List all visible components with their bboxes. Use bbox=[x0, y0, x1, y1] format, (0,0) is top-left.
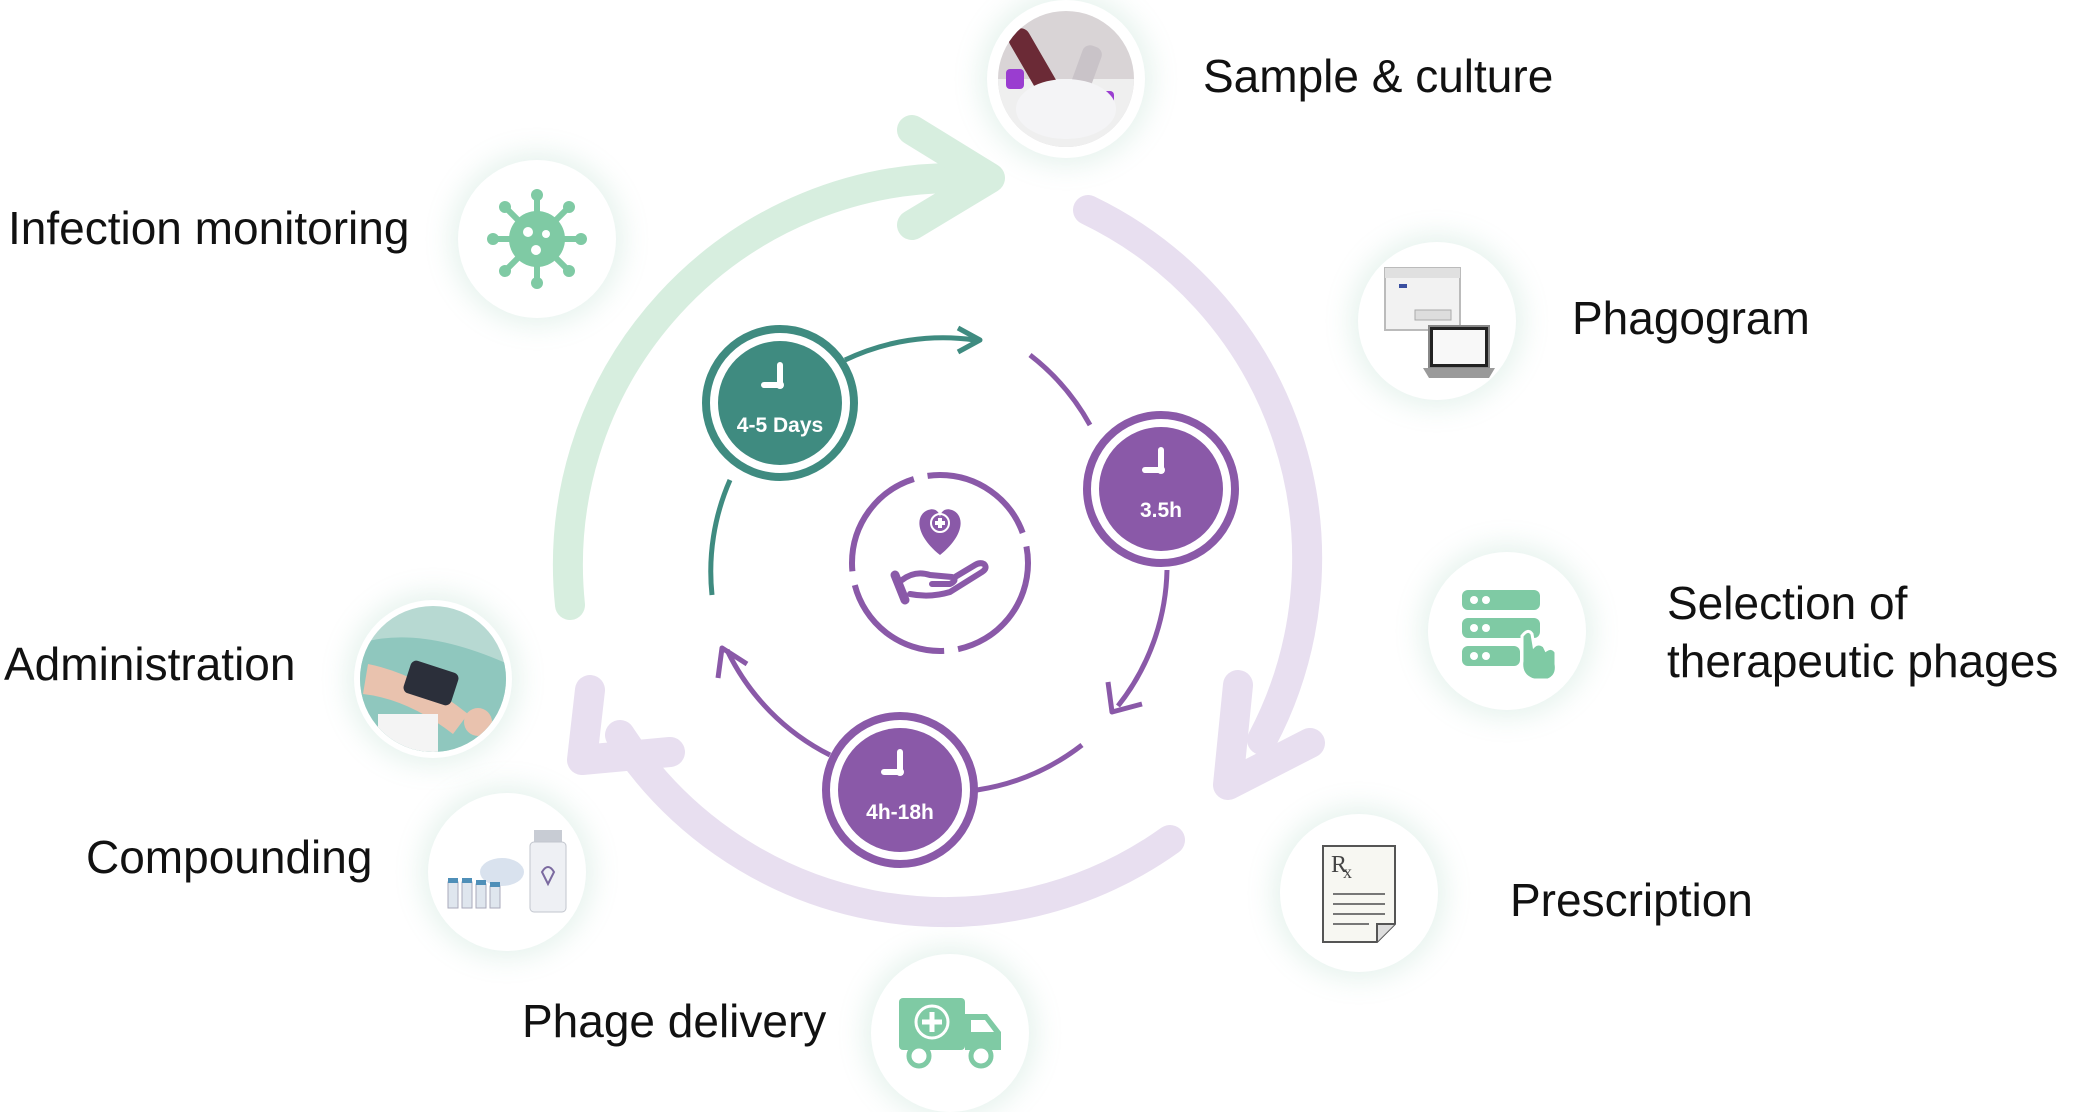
step-label-phagogram: Phagogram bbox=[1572, 292, 1810, 344]
outer-green-arc bbox=[552, 115, 1005, 620]
timer-4-5-days: 4-5 Days bbox=[702, 325, 858, 481]
inner-teal-arrow bbox=[708, 325, 983, 596]
heart-hand-care-icon bbox=[849, 472, 1031, 654]
outer-purple-arc-right bbox=[1073, 195, 1325, 800]
clock-icon bbox=[881, 749, 904, 776]
svg-text:x: x bbox=[1343, 862, 1352, 882]
step-label-compounding: Compounding bbox=[86, 831, 373, 883]
patient-arm-iv-icon bbox=[360, 606, 506, 752]
phagogram-bubble bbox=[1358, 242, 1516, 400]
step-label-phage-delivery: Phage delivery bbox=[522, 995, 827, 1047]
clock-icon bbox=[761, 362, 784, 389]
sample-culture-bubble bbox=[987, 0, 1145, 158]
ambulance-truck-icon bbox=[899, 998, 1001, 1069]
selection-bubble bbox=[1428, 552, 1586, 710]
timer-label: 4-5 Days bbox=[737, 414, 823, 437]
administration-bubble bbox=[354, 600, 512, 758]
lab-instrument-laptop-icon bbox=[1384, 267, 1495, 378]
step-label-administration: Administration bbox=[4, 638, 296, 690]
blood-sample-tube-icon bbox=[998, 11, 1134, 147]
step-label-prescription: Prescription bbox=[1510, 874, 1753, 926]
svg-text:R: R bbox=[1331, 852, 1347, 878]
step-label-sample-culture: Sample & culture bbox=[1203, 50, 1554, 102]
phage-delivery-bubble bbox=[871, 954, 1029, 1112]
compounding-bubble bbox=[428, 793, 586, 951]
prescription-rx-icon: R x bbox=[1322, 845, 1396, 943]
prescription-bubble: R x bbox=[1280, 814, 1438, 972]
step-label-infection-monitoring: Infection monitoring bbox=[8, 202, 410, 254]
step-label-selection-line1: Selection of bbox=[1667, 577, 1908, 629]
clock-icon bbox=[1142, 447, 1165, 474]
infection-monitoring-bubble bbox=[458, 160, 616, 318]
step-label-selection-line2: therapeutic phages bbox=[1667, 635, 2059, 687]
virus-icon bbox=[487, 189, 587, 289]
timer-3-5h: 3.5h bbox=[1083, 411, 1239, 567]
timer-label: 3.5h bbox=[1140, 499, 1182, 522]
inner-purple-arrows bbox=[715, 353, 1170, 793]
timer-label: 4h-18h bbox=[866, 801, 934, 824]
outer-purple-arc-bottom bbox=[567, 675, 1185, 928]
timer-4h-18h: 4h-18h bbox=[822, 712, 978, 868]
server-selection-hand-icon bbox=[1462, 590, 1558, 682]
vials-icon bbox=[447, 830, 567, 913]
